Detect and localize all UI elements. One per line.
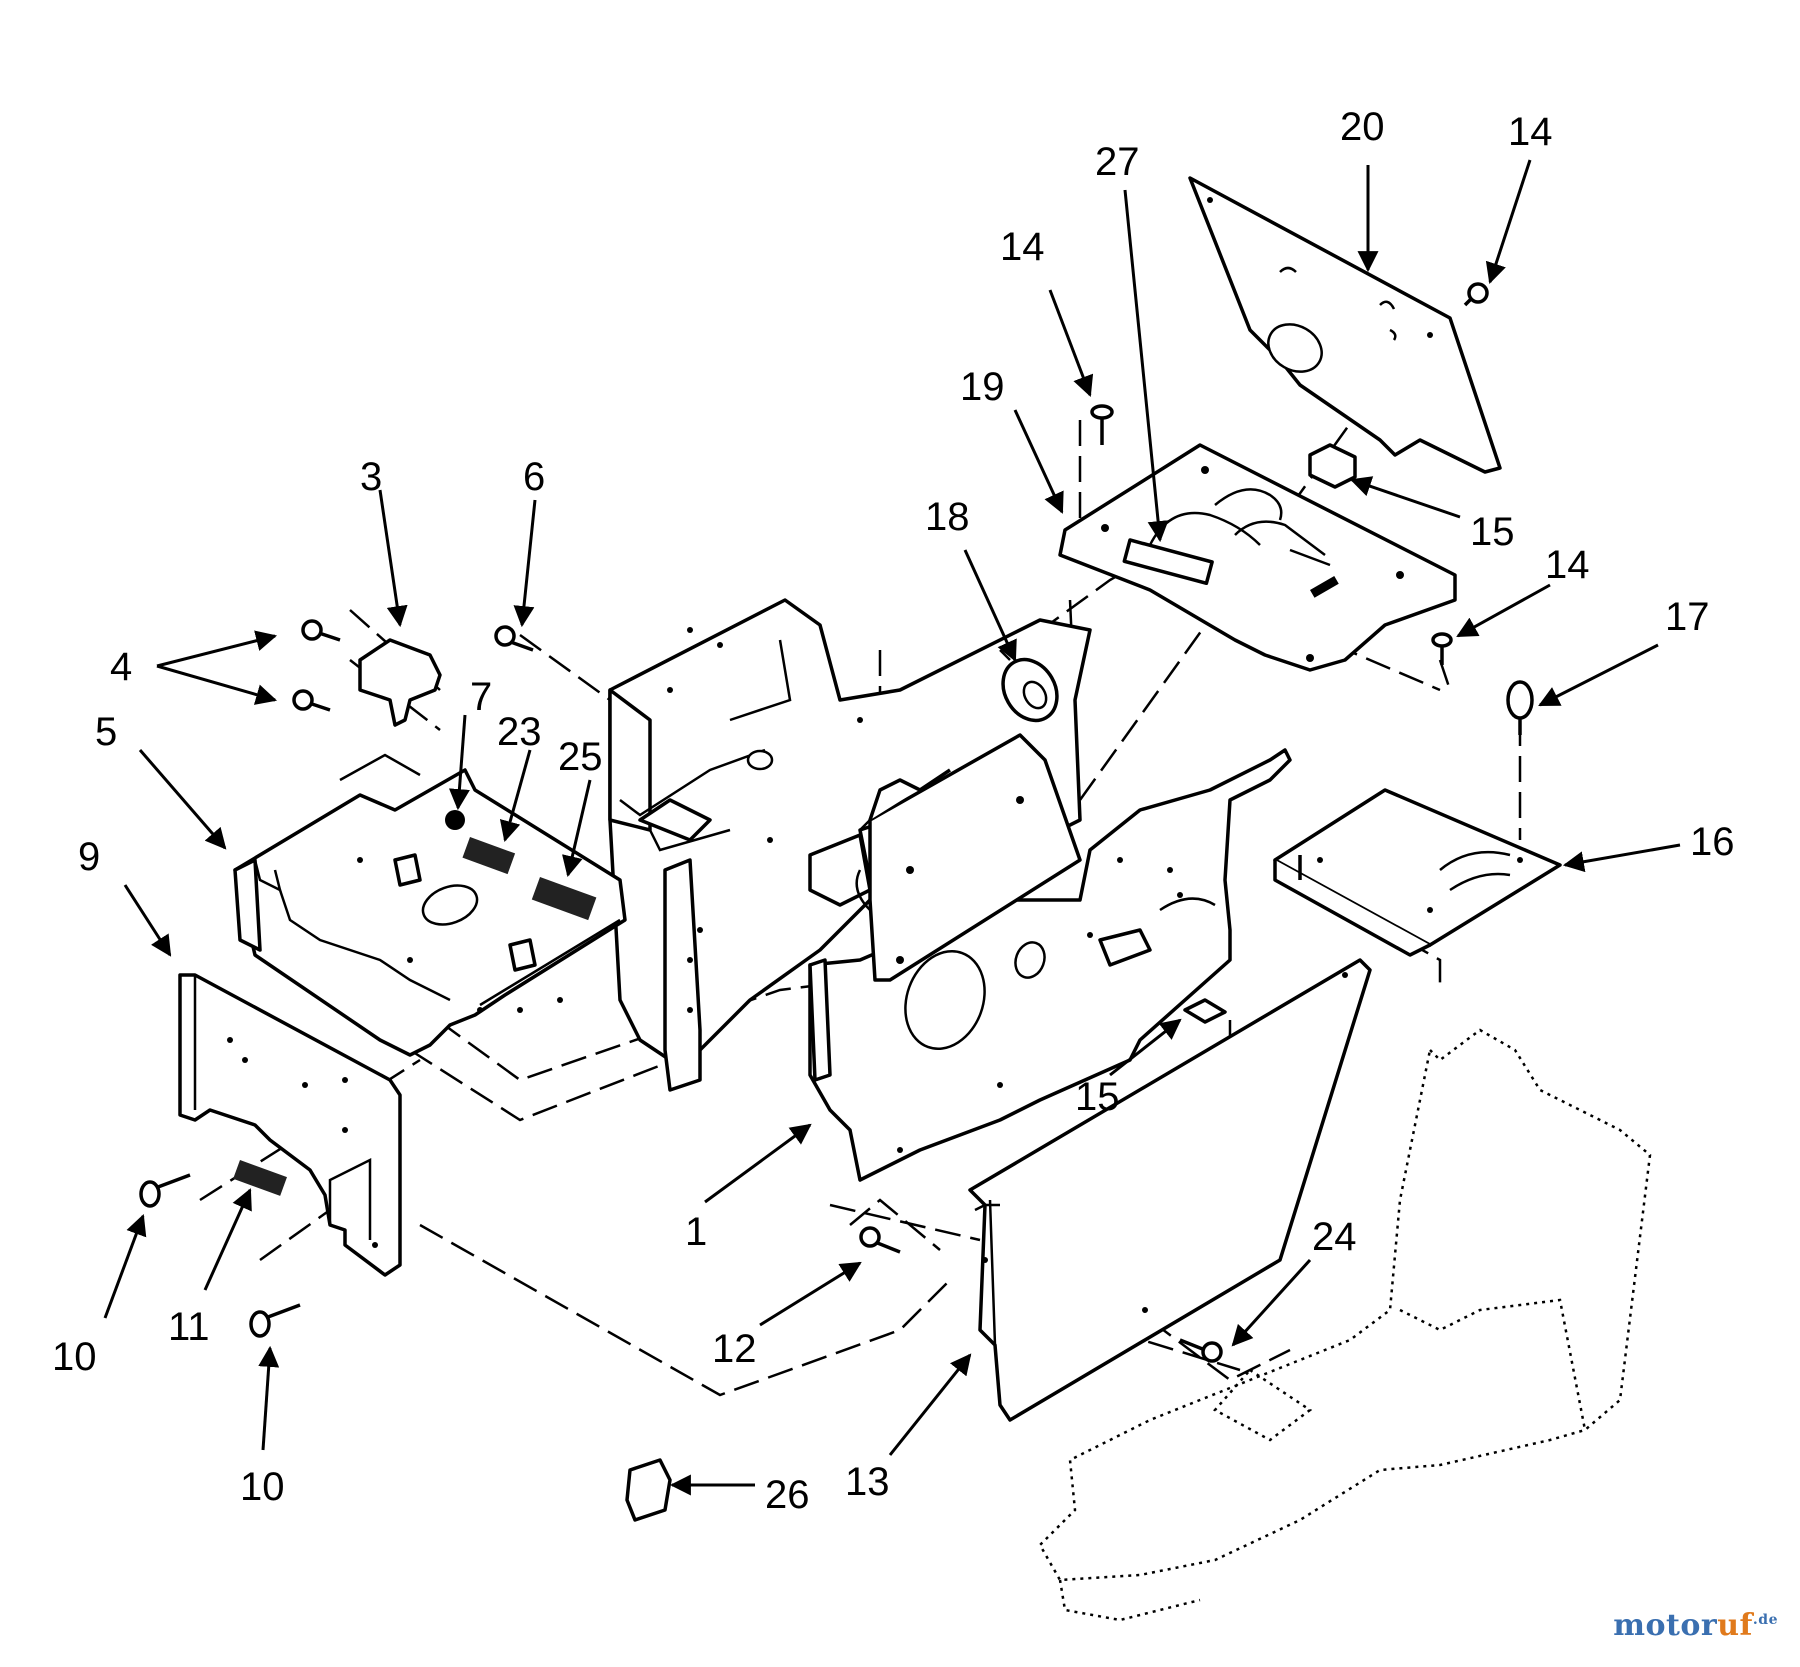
callout-14a: 14 [1000,225,1045,269]
callout-10a: 10 [52,1335,97,1379]
callout-12: 12 [712,1327,757,1371]
callout-15b: 15 [1075,1075,1120,1119]
callout-26: 26 [765,1473,810,1517]
watermark-logo: motoruf.de [1613,1608,1778,1643]
callout-14c: 14 [1545,543,1590,587]
callout-13: 13 [845,1460,890,1504]
callout-6: 6 [523,455,545,499]
callout-4: 4 [110,645,132,689]
leader-arrows [103,159,1681,1496]
callout-25: 25 [558,735,603,779]
callout-10b: 10 [240,1465,285,1509]
callout-14b: 14 [1508,110,1553,154]
part-3-clip [358,638,442,727]
seat-outline [1038,1028,1652,1622]
part-9-dash-panel [178,973,402,1277]
watermark-motor: motor [1613,1608,1718,1643]
part-18-knob [999,649,1059,723]
callout-18: 18 [925,495,970,539]
callout-23: 23 [497,710,542,754]
part-1-main-frame [608,598,1292,1182]
callout-24: 24 [1312,1215,1357,1259]
callout-15a: 15 [1470,510,1515,554]
callout-7: 7 [470,675,492,719]
callout-1: 1 [685,1210,707,1254]
watermark-de: .de [1752,1612,1778,1628]
callout-labels: 1 3 4 5 6 7 9 10 10 11 12 13 14 14 14 15… [52,105,1735,1517]
callout-20: 20 [1340,105,1385,149]
callout-9: 9 [78,835,100,879]
callout-27: 27 [1095,140,1140,184]
part-5-upper-panel [233,753,627,1057]
part-16-bracket-plate [1273,788,1562,957]
callout-17: 17 [1665,595,1710,639]
callout-11: 11 [168,1305,210,1349]
callout-5: 5 [95,710,117,754]
part-20-cover-plate [1188,176,1502,474]
part-13-side-panel [968,958,1372,1422]
callout-3: 3 [360,455,382,499]
callout-19: 19 [960,365,1005,409]
callout-16: 16 [1690,820,1735,864]
part-19-control-plate [1058,443,1457,672]
watermark-uf: uf [1717,1608,1753,1643]
